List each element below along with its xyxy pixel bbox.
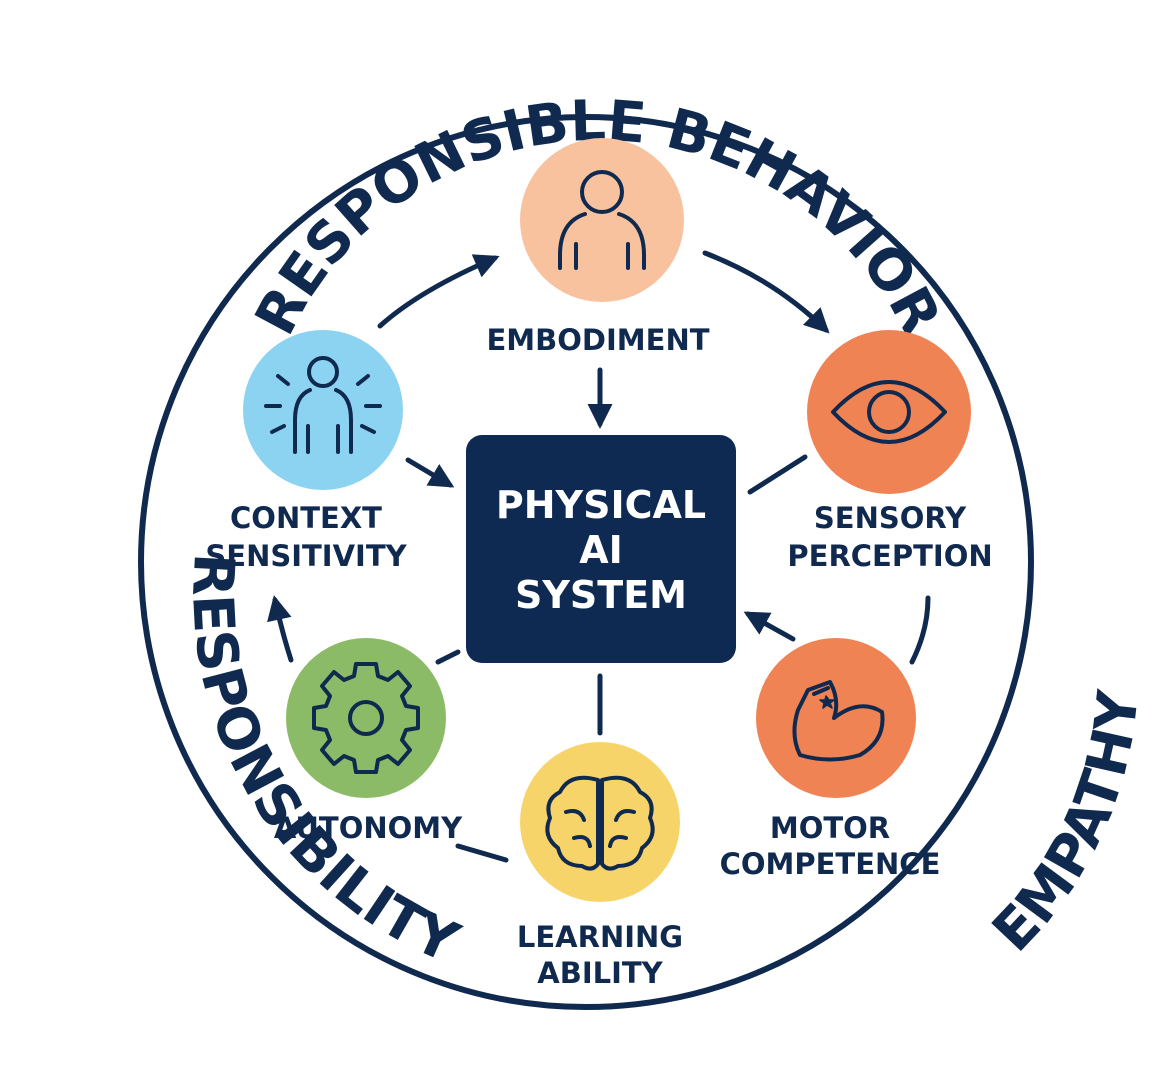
node-context-sensitivity: CONTEXT SENSITIVITY — [205, 330, 408, 573]
motor-label-line1: MOTOR — [770, 811, 890, 845]
center-line1: PHYSICAL — [496, 483, 706, 527]
connectors — [267, 250, 931, 863]
sensory-label-line2: PERCEPTION — [787, 539, 992, 573]
radiating-person-icon — [264, 356, 382, 454]
sensory-circle — [807, 330, 971, 494]
line-center-to-sensory — [747, 454, 808, 495]
arrow-context-to-embodiment — [377, 254, 500, 329]
arrow-context-to-center — [405, 457, 455, 488]
outer-ring — [138, 114, 1034, 1010]
learning-label-line2: ABILITY — [537, 956, 663, 990]
line-autonomy-to-center — [435, 649, 461, 665]
context-label-line1: CONTEXT — [230, 501, 382, 535]
arrow-embodiment-to-sensory — [702, 250, 830, 334]
person-icon — [558, 170, 646, 270]
line-autonomy-to-learning — [455, 843, 509, 863]
embodiment-label: EMBODIMENT — [486, 323, 709, 357]
context-circle — [243, 330, 403, 490]
embodiment-circle — [520, 138, 684, 302]
center-line2: AI — [579, 528, 623, 572]
center-box-rect — [466, 435, 736, 663]
autonomy-circle — [286, 638, 446, 798]
node-learning-ability: LEARNING ABILITY — [517, 742, 683, 990]
node-sensory-perception: SENSORY PERCEPTION — [787, 330, 993, 573]
arrow-motor-to-center — [743, 611, 796, 642]
center-line3: SYSTEM — [515, 573, 687, 617]
gear-icon — [312, 662, 420, 774]
sensory-label-line1: SENSORY — [814, 501, 967, 535]
node-embodiment: EMBODIMENT — [486, 138, 710, 357]
ring-right-text: EMPATHY — [980, 686, 1152, 964]
line-sensory-to-motor — [909, 595, 931, 665]
motor-label-line2: COMPETENCE — [720, 847, 941, 881]
flexed-arm-icon — [792, 680, 885, 762]
node-autonomy: AUTONOMY — [274, 638, 463, 845]
center-box: PHYSICAL AI SYSTEM — [466, 435, 736, 663]
autonomy-label: AUTONOMY — [274, 811, 463, 845]
context-label-line2: SENSITIVITY — [205, 539, 407, 573]
arrow-autonomy-to-context — [267, 595, 294, 663]
node-motor-competence: MOTOR COMPETENCE — [720, 638, 941, 881]
brain-icon — [545, 775, 655, 871]
eye-icon — [831, 380, 947, 444]
learning-label-line1: LEARNING — [517, 920, 683, 954]
